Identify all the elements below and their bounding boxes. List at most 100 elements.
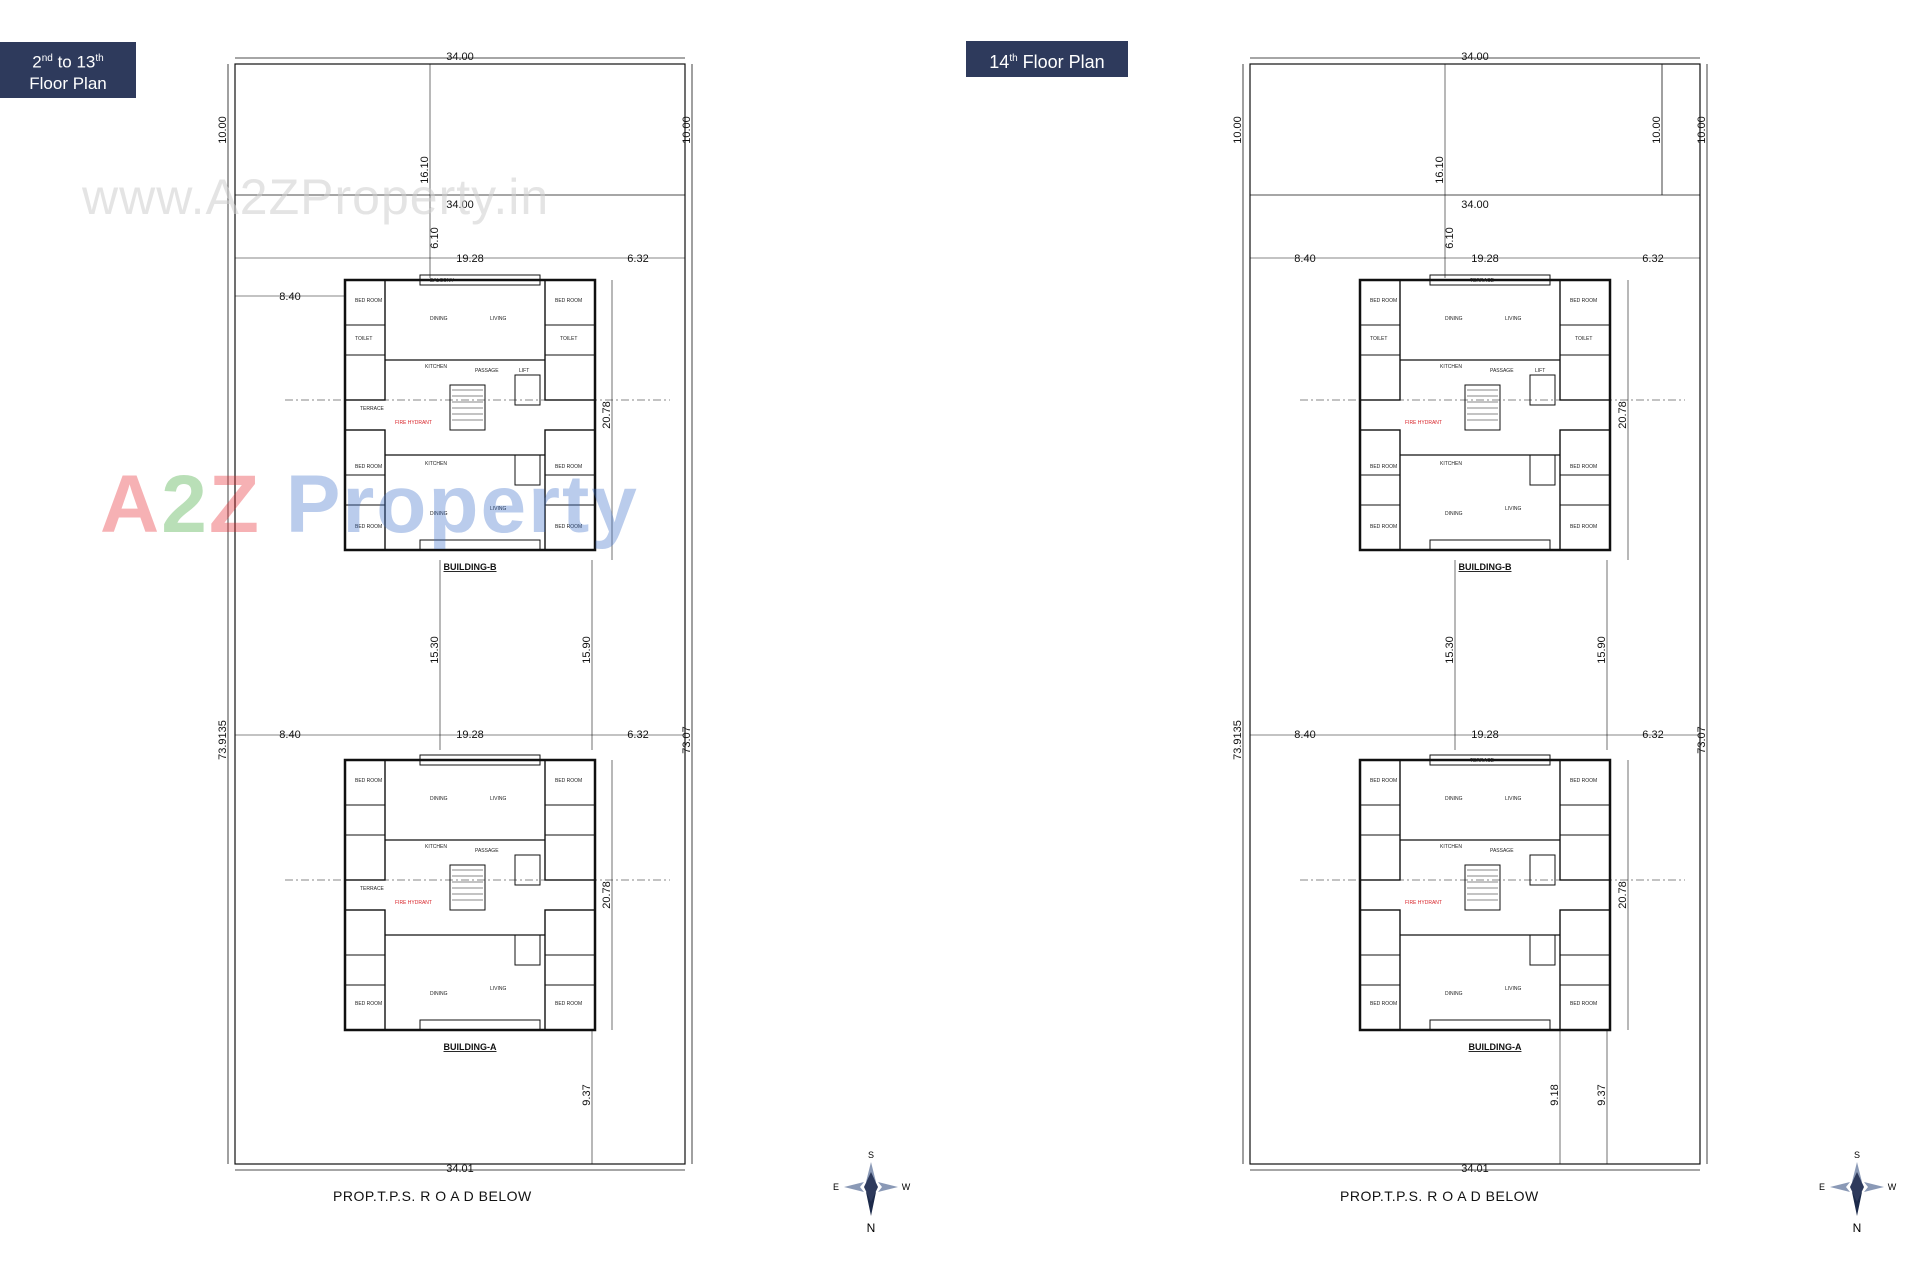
dim-total-left: 73.9135 xyxy=(217,720,229,760)
svg-text:W: W xyxy=(902,1182,911,1192)
room-label: DINING xyxy=(430,316,448,322)
dim-left-setback: 10.00 xyxy=(217,116,229,144)
room-label: TERRACE xyxy=(1470,758,1495,764)
svg-text:S: S xyxy=(868,1150,874,1160)
room-label: FIRE HYDRANT xyxy=(395,900,432,906)
room-label: TOILET xyxy=(355,336,372,342)
room-label: BED ROOM xyxy=(555,298,582,304)
room-label: PASSAGE xyxy=(475,368,499,374)
left-building-b-label: BUILDING-B xyxy=(444,562,497,572)
left-road-label: PROP.T.P.S. R O A D BELOW xyxy=(333,1188,532,1204)
room-label: BED ROOM xyxy=(1370,1001,1397,1007)
room-label: TOILET xyxy=(1370,336,1387,342)
compass-icon: S E W N xyxy=(1819,1150,1897,1235)
left-building-b xyxy=(343,274,597,552)
dim-bottom-gap-a: 9.18 xyxy=(1549,1084,1561,1105)
dim-bottom: 34.01 xyxy=(446,1163,474,1175)
dim-right-gap-a: 6.32 xyxy=(1642,729,1663,741)
left-building-a xyxy=(343,754,597,1032)
svg-text:E: E xyxy=(1819,1182,1825,1192)
room-label: LIVING xyxy=(1505,986,1522,992)
dim-inner-width: 34.00 xyxy=(1461,199,1489,211)
right-building-b-label: BUILDING-B xyxy=(1459,562,1512,572)
room-label: LIVING xyxy=(490,796,507,802)
room-label: DINING xyxy=(1445,796,1463,802)
dim-building-width-b: 19.28 xyxy=(456,253,484,265)
room-label: TERRACE xyxy=(360,886,385,892)
room-label: LIVING xyxy=(1505,796,1522,802)
dim-left-gap-a: 8.40 xyxy=(279,729,300,741)
dim-between-b: 15.90 xyxy=(1596,636,1608,664)
dim-depth-b: 20.78 xyxy=(1617,401,1629,429)
dim-right-setback: 10.00 xyxy=(1651,116,1663,144)
left-building-a-label: BUILDING-A xyxy=(444,1042,497,1052)
room-label: BED ROOM xyxy=(555,778,582,784)
dim-between-b: 15.90 xyxy=(581,636,593,664)
room-label: TERRACE xyxy=(360,406,385,412)
room-label: DINING xyxy=(1445,316,1463,322)
room-label: FIRE HYDRANT xyxy=(1405,420,1442,426)
svg-text:W: W xyxy=(1888,1182,1897,1192)
room-label: BED ROOM xyxy=(355,524,382,530)
room-label: PASSAGE xyxy=(1490,368,1514,374)
right-road-label: PROP.T.P.S. R O A D BELOW xyxy=(1340,1188,1539,1204)
room-label: LIVING xyxy=(1505,506,1522,512)
room-label: KITCHEN xyxy=(1440,461,1462,467)
dim-building-width-a: 19.28 xyxy=(1471,729,1499,741)
right-building-a xyxy=(1358,754,1612,1032)
room-label: TERRACE xyxy=(1470,278,1495,284)
room-label: BED ROOM xyxy=(355,464,382,470)
svg-text:N: N xyxy=(1853,1221,1862,1235)
room-label: PASSAGE xyxy=(1490,848,1514,854)
title-line-2: Floor Plan xyxy=(29,73,107,93)
room-label: BALCONY xyxy=(430,278,455,284)
dim-right-setback: 10.00 xyxy=(681,116,693,144)
room-label: DINING xyxy=(1445,511,1463,517)
floor-plan-title-tag-left: 2nd to 13th Floor Plan xyxy=(0,42,136,98)
room-label: BED ROOM xyxy=(1570,524,1597,530)
room-label: LIVING xyxy=(1505,316,1522,322)
room-label: BED ROOM xyxy=(1370,464,1397,470)
dim-top: 34.00 xyxy=(1461,51,1489,63)
room-label: KITCHEN xyxy=(425,364,447,370)
room-label: FIRE HYDRANT xyxy=(1405,900,1442,906)
room-label: BED ROOM xyxy=(1570,1001,1597,1007)
dim-right-setback-outer: 10.00 xyxy=(1696,116,1708,144)
dim-right-gap-b: 6.32 xyxy=(1642,253,1663,265)
room-label: TOILET xyxy=(560,336,577,342)
dim-top-dist: 16.10 xyxy=(1434,156,1446,184)
room-label: BED ROOM xyxy=(355,298,382,304)
room-label: BED ROOM xyxy=(555,1001,582,1007)
dim-bottom-gap-b: 9.37 xyxy=(1596,1084,1608,1105)
floor-plan-title-tag-right: 14th Floor Plan xyxy=(966,41,1128,77)
watermark-url: www.A2ZProperty.in xyxy=(82,169,550,225)
room-label: BED ROOM xyxy=(1370,778,1397,784)
room-label: LIVING xyxy=(490,316,507,322)
room-label: DINING xyxy=(430,796,448,802)
room-label: KITCHEN xyxy=(425,844,447,850)
dim-depth-a: 20.78 xyxy=(1617,881,1629,909)
dim-bottom-gap: 9.37 xyxy=(581,1084,593,1105)
room-label: BED ROOM xyxy=(1370,298,1397,304)
room-label: LIFT xyxy=(1535,368,1545,374)
right-building-b xyxy=(1358,274,1612,552)
room-label: DINING xyxy=(430,511,448,517)
watermark-brand: A2Z Property xyxy=(100,459,639,550)
room-label: TOILET xyxy=(1575,336,1592,342)
title-line-1: 2nd to 13th xyxy=(32,52,104,72)
room-label: KITCHEN xyxy=(1440,364,1462,370)
room-label: FIRE HYDRANT xyxy=(395,420,432,426)
right-plot-boundary xyxy=(1249,63,1701,1165)
dim-top: 34.00 xyxy=(446,51,474,63)
dim-left-gap-b: 8.40 xyxy=(1294,253,1315,265)
room-label: BED ROOM xyxy=(1370,524,1397,530)
dim-between-a: 15.30 xyxy=(1444,636,1456,664)
dim-between-a: 15.30 xyxy=(429,636,441,664)
room-label: BED ROOM xyxy=(355,778,382,784)
room-label: BED ROOM xyxy=(1570,298,1597,304)
room-label: KITCHEN xyxy=(425,461,447,467)
dim-short-dist: 6.10 xyxy=(1444,227,1456,248)
room-label: DINING xyxy=(1445,991,1463,997)
